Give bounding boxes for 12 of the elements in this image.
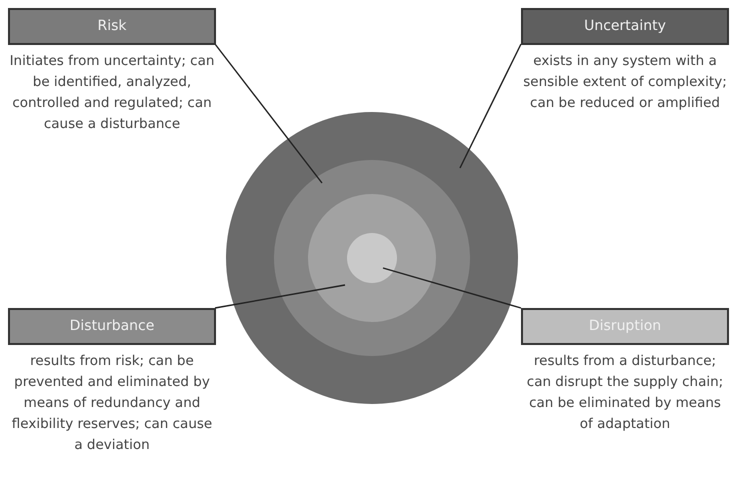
leader-line	[214, 44, 323, 184]
description-text: Initiates from uncertainty; can be identified, analyzed, controlled and regulated; can cause a disturbance	[8, 52, 216, 134]
core-circle	[347, 233, 397, 283]
leader-line	[459, 44, 522, 168]
description-text: exists in any system with a sensible extent of complexity; can be reduced or amplified	[522, 52, 728, 113]
description-text: results from risk; can be prevented and eliminated by means of redundancy and flexibility reserves; can cause a deviation	[10, 352, 214, 455]
leader-line	[214, 284, 346, 309]
leader-line	[382, 267, 522, 309]
heading-bar: Disturbance	[8, 308, 216, 345]
description-text: results from a disturbance; can disrupt the supply chain; can be eliminated by means of adaptation	[526, 352, 724, 434]
heading-bar: Risk	[8, 8, 216, 45]
heading-bar: Uncertainty	[521, 8, 729, 45]
